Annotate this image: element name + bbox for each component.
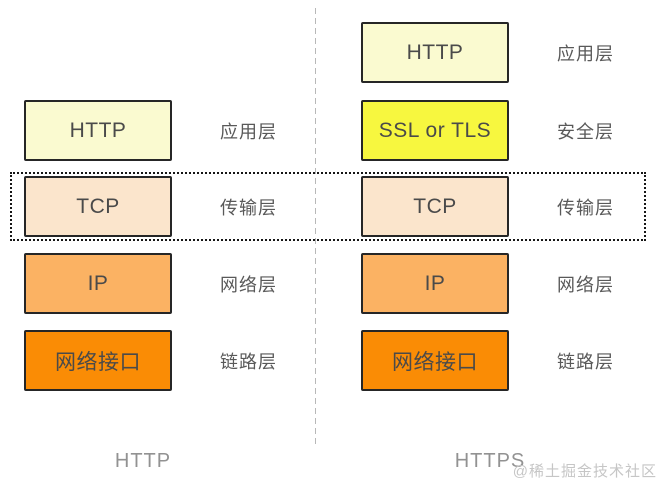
left-network-interface-box: 网络接口 <box>24 330 172 391</box>
right-application-layer-label: 应用层 <box>557 43 614 64</box>
left-link-layer-label: 链路层 <box>220 351 277 372</box>
right-tcp-box: TCP <box>361 176 509 237</box>
right-security-layer-label: 安全层 <box>557 121 614 142</box>
left-stack-caption: HTTP <box>114 450 172 467</box>
right-link-layer-label: 链路层 <box>557 351 614 372</box>
left-ip-box: IP <box>24 253 172 314</box>
transport-layer-highlight-box <box>10 172 646 241</box>
right-stack-caption: HTTPS <box>454 450 526 467</box>
left-application-layer-label: 应用层 <box>220 121 277 142</box>
right-ip-box: IP <box>361 253 509 314</box>
left-transport-layer-label: 传输层 <box>220 197 277 218</box>
left-network-layer-label: 网络层 <box>220 274 277 295</box>
divider-dashed-line <box>315 8 316 446</box>
right-ssl-tls-box: SSL or TLS <box>361 100 509 161</box>
left-http-box: HTTP <box>24 100 172 161</box>
left-tcp-box: TCP <box>24 176 172 237</box>
right-network-interface-box: 网络接口 <box>361 330 509 391</box>
right-transport-layer-label: 传输层 <box>557 197 614 218</box>
watermark: @稀土掘金技术社区 <box>512 463 657 480</box>
right-network-layer-label: 网络层 <box>557 274 614 295</box>
right-http-box: HTTP <box>361 22 509 83</box>
